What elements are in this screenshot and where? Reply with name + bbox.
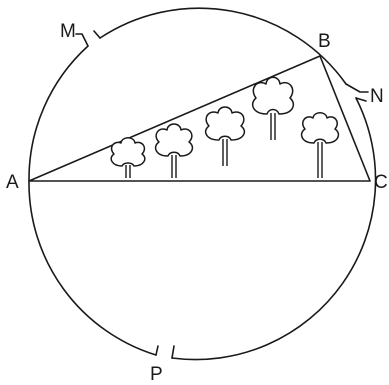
label-m: M (60, 21, 76, 42)
label-p: P (150, 364, 163, 385)
callout-m-end (93, 30, 101, 39)
callout-n (345, 83, 369, 93)
circle (28, 7, 377, 361)
label-a: A (6, 172, 19, 193)
label-b: B (318, 31, 331, 52)
point-labels: A B C M N P (6, 21, 388, 385)
circle-arc-a-m (28, 45, 89, 182)
triangle-abc (28, 55, 371, 182)
trees (110, 76, 340, 178)
callouts (75, 30, 369, 359)
circle-arc-m-n (99, 7, 347, 85)
label-n: N (370, 86, 384, 107)
label-c: C (374, 172, 388, 193)
tree-icon (110, 137, 146, 178)
callout-p-end (171, 345, 175, 359)
circle-arc-p-a (28, 180, 157, 356)
tree-icon (204, 106, 246, 166)
tree-icon (300, 112, 340, 178)
circle-arc-n-p (171, 97, 377, 361)
callout-m (75, 33, 89, 47)
tree-icon (154, 123, 194, 178)
callout-n-end (355, 97, 367, 102)
tree-icon (251, 76, 295, 140)
callout-p (155, 345, 159, 356)
